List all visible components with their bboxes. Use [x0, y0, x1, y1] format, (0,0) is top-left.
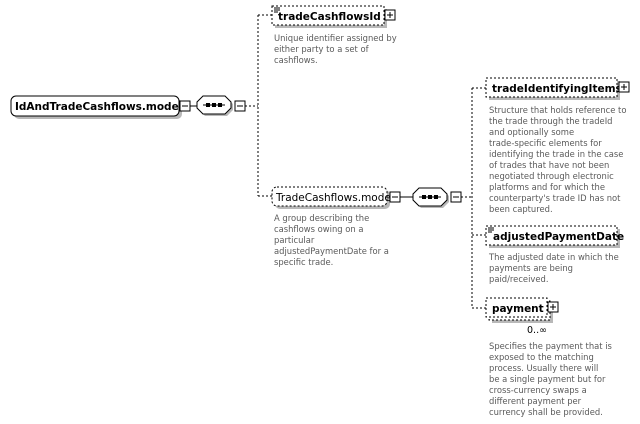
group-label: TradeCashflows.model — [275, 192, 394, 204]
adjustedPaymentDate-description: The adjusted date in which the payments … — [488, 252, 621, 284]
element-box — [271, 5, 385, 26]
occurrence-label: 0..∞ — [527, 325, 547, 336]
expand-icon[interactable] — [384, 9, 396, 21]
sequence-compositor-icon — [196, 95, 233, 116]
element-label: tradeCashflowsId — [278, 11, 381, 23]
branch-lines — [461, 87, 486, 309]
element-label: adjustedPaymentDate — [493, 231, 624, 243]
sequence-collapse-icon[interactable] — [450, 191, 462, 203]
element-label: payment — [492, 303, 544, 315]
sequence-collapse-icon[interactable] — [234, 100, 246, 112]
element-document-icon — [488, 227, 494, 233]
element-label: tradeIdentifyingItems — [492, 83, 622, 95]
tradeCashflowsModel-description: A group describing the cashflows owing o… — [274, 213, 392, 267]
tradeIdentifyingItems-description: Structure that holds reference to the tr… — [489, 105, 629, 214]
sequence-compositor-icon — [412, 187, 449, 208]
root-collapse-icon[interactable] — [179, 100, 191, 112]
group-tradeCashflowsModel[interactable]: TradeCashflows.model — [271, 186, 394, 209]
element-tradeCashflowsId[interactable]: tradeCashflowsId — [271, 5, 387, 28]
root-node-label: IdAndTradeCashflows.model — [15, 101, 182, 113]
tradeCashflowsId-description: Unique identifier assigned by either par… — [274, 33, 399, 65]
element-box — [485, 77, 618, 98]
expand-icon[interactable] — [547, 301, 559, 313]
element-document-icon — [274, 7, 280, 13]
element-box — [485, 225, 618, 246]
payment-description: Specifies the payment that is exposed to… — [489, 341, 615, 417]
branch-lines — [245, 14, 272, 197]
element-tradeIdentifyingItems[interactable]: tradeIdentifyingItems — [485, 77, 622, 100]
element-payment[interactable]: payment — [485, 297, 553, 323]
root-group-node[interactable]: IdAndTradeCashflows.model — [10, 95, 182, 119]
group-box — [271, 186, 388, 207]
element-adjustedPaymentDate[interactable]: adjustedPaymentDate — [485, 225, 624, 248]
group-collapse-icon[interactable] — [389, 191, 401, 203]
expand-icon[interactable] — [618, 81, 630, 93]
root-node-box — [10, 95, 180, 117]
element-box — [485, 297, 548, 318]
